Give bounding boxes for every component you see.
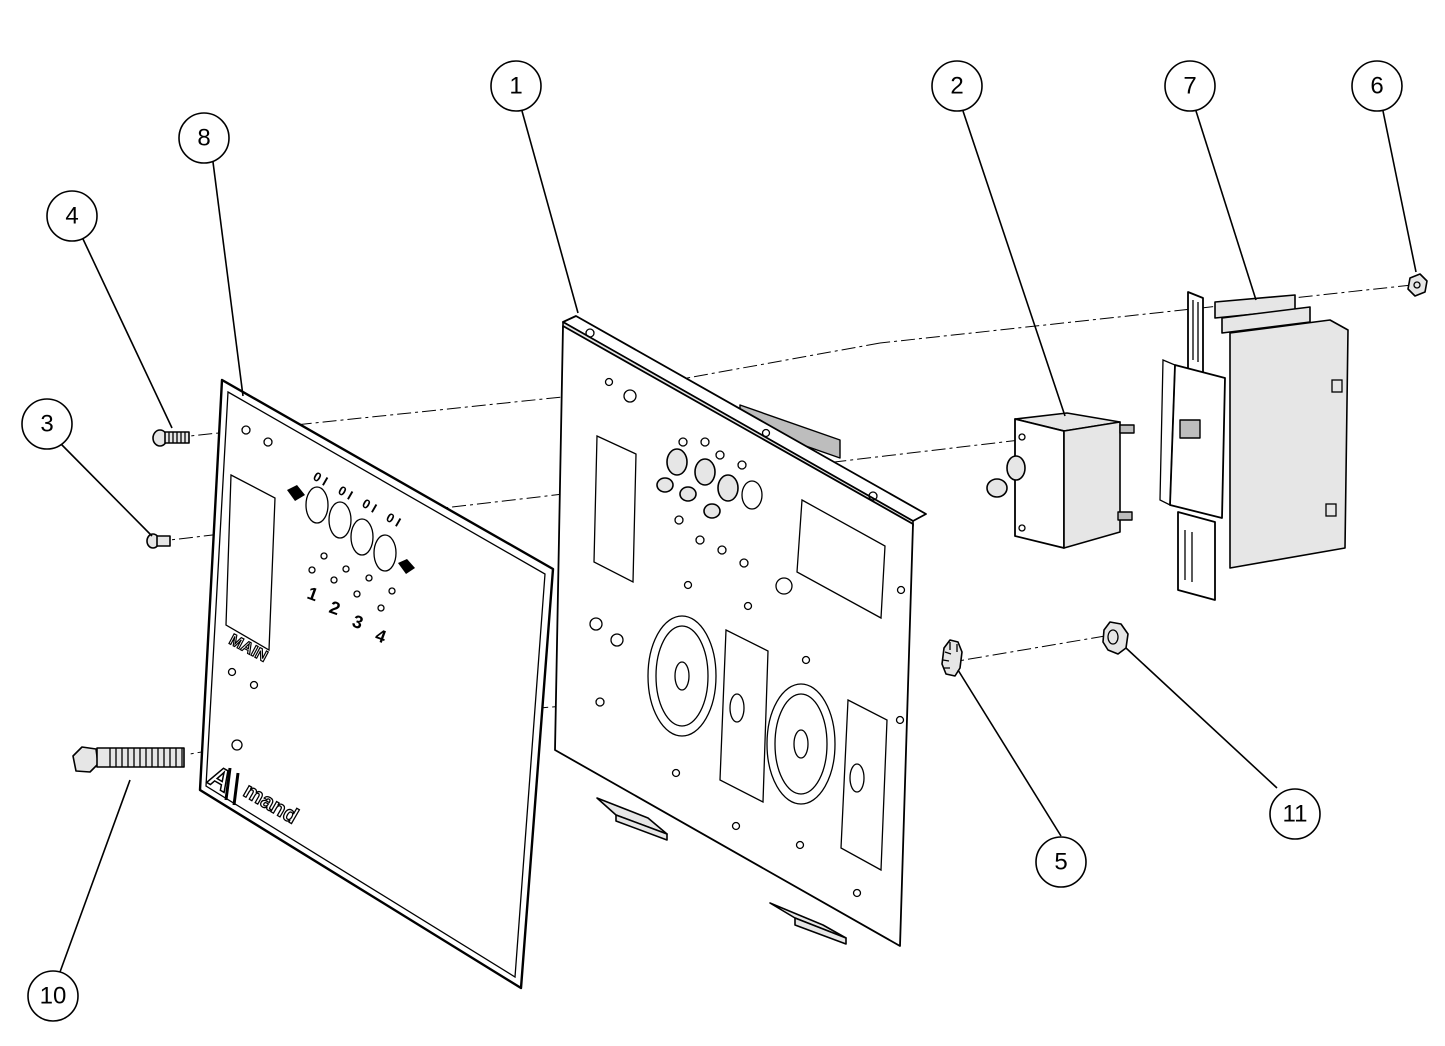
lock-icon bbox=[287, 485, 305, 501]
callout-10: 10 bbox=[27, 970, 79, 1022]
part-2-breaker bbox=[986, 412, 1135, 549]
callout-5: 5 bbox=[1035, 836, 1087, 888]
callout-11: 11 bbox=[1269, 788, 1321, 840]
part-11-nut bbox=[1102, 621, 1129, 655]
leader-lines bbox=[59, 110, 1417, 973]
callout-2: 2 bbox=[931, 60, 983, 112]
faceplate-indicator-holes bbox=[308, 552, 396, 612]
part-7-main-breaker bbox=[1159, 291, 1349, 601]
lock-icon bbox=[398, 559, 415, 574]
part-3-screw bbox=[146, 533, 171, 549]
part-10-bolt bbox=[72, 746, 185, 773]
svg-text:5: 5 bbox=[1054, 849, 1067, 876]
part-8-faceplate: 0 I 0 I 0 I 0 I 1 2 3 4 MAIN A mand bbox=[198, 378, 555, 990]
callout-1: 1 bbox=[490, 60, 542, 112]
callout-3: 3 bbox=[21, 398, 73, 450]
svg-text:4: 4 bbox=[65, 203, 78, 230]
callout-4: 4 bbox=[46, 190, 98, 242]
callout-7: 7 bbox=[1164, 60, 1216, 112]
svg-text:3: 3 bbox=[40, 411, 53, 438]
svg-text:8: 8 bbox=[197, 125, 210, 152]
part-4-screw bbox=[152, 429, 190, 447]
part-1-mounting-panel bbox=[554, 315, 927, 947]
svg-text:11: 11 bbox=[1283, 801, 1308, 828]
part-6-nut bbox=[1407, 273, 1428, 297]
on-off-mark: 0 I bbox=[311, 469, 331, 489]
on-off-mark: 0 I bbox=[384, 510, 404, 530]
svg-text:7: 7 bbox=[1183, 73, 1196, 100]
svg-text:6: 6 bbox=[1370, 73, 1383, 100]
panel-holes bbox=[589, 377, 906, 898]
part-5-star-washer bbox=[941, 639, 963, 677]
callout-6: 6 bbox=[1351, 60, 1403, 112]
svg-text:2: 2 bbox=[950, 73, 963, 100]
svg-text:1: 1 bbox=[509, 73, 522, 100]
on-off-mark: 0 I bbox=[360, 496, 380, 516]
callout-8: 8 bbox=[178, 112, 230, 164]
panel-toggle-switches bbox=[656, 448, 763, 519]
on-off-mark: 0 I bbox=[336, 483, 356, 503]
svg-text:10: 10 bbox=[40, 983, 67, 1010]
